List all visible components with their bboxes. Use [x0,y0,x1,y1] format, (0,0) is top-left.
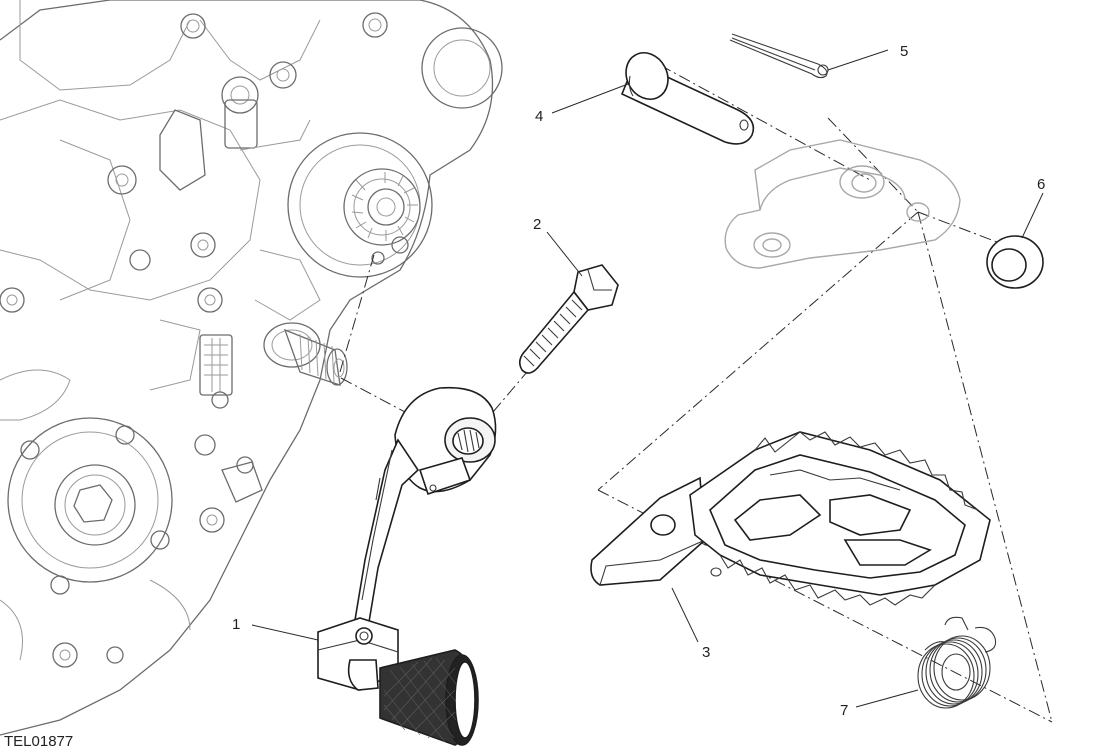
footpeg-pin [620,52,755,145]
split-pin [729,33,829,79]
callout-labels: 1 2 3 4 5 6 7 [232,43,1045,719]
footpeg [590,431,991,606]
callout-3: 3 [702,644,710,661]
callout-1: 1 [232,616,240,633]
lever-bolt [518,264,619,374]
callout-5: 5 [900,43,908,60]
callout-6: 6 [1037,176,1045,193]
return-spring [917,616,997,709]
footpeg-bracket-ghost [724,139,961,269]
callout-4: 4 [535,108,543,125]
gear-change-lever [317,386,497,746]
washer [986,235,1044,289]
callout-7: 7 [840,702,848,719]
drawing-reference-code: TEL01877 [4,733,74,750]
callout-leaders [251,49,1044,708]
engine-case [0,0,503,736]
callout-2: 2 [533,216,541,233]
